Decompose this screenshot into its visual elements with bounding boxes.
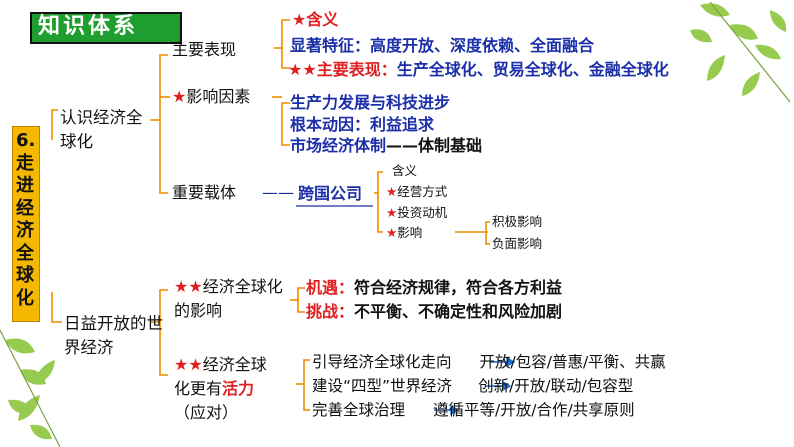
vitality-row-2: 建设“四型”世界经济创新/开放/联动/包容型 <box>312 377 634 395</box>
star-icon: ★ <box>292 10 307 29</box>
main-item-2: 显著特征：高度开放、深度依赖、全面融合 <box>290 36 595 55</box>
effect-negative: 负面影响 <box>492 236 543 251</box>
vitality-row-3: 完善全球治理遵循平等/开放/合作/共享原则 <box>312 401 635 419</box>
star-icon: ★★ <box>174 355 203 374</box>
carrier-item-2: ★经营方式 <box>386 184 448 199</box>
main-item-1: ★含义 <box>292 10 339 29</box>
root-node <box>12 126 40 322</box>
carrier-item-3: ★投资动机 <box>386 205 448 220</box>
root-label: 6.走进经济全球化 <box>16 130 36 309</box>
factor-item-2: 根本动因：利益追求 <box>290 115 435 134</box>
carrier-dash: —— <box>262 183 294 202</box>
star-icon: ★★ <box>174 277 203 296</box>
carrier-item-1: 含义 <box>392 163 418 178</box>
star-icon: ★ <box>386 184 398 199</box>
impact-challenge: 挑战：不平衡、不确定性和风险加剧 <box>306 302 563 321</box>
carrier-label: 重要载体 <box>172 183 237 202</box>
carrier-company: 跨国公司 <box>298 184 363 203</box>
main-label: 主要表现 <box>172 40 237 59</box>
star-icon: ★ <box>386 225 398 240</box>
header-title: 知识体系 <box>38 14 139 39</box>
star-icon: ★ <box>172 87 187 106</box>
branch2-label: 日益开放的世界经济 <box>64 314 163 357</box>
header-banner <box>30 12 182 44</box>
vitality-row-1: 引导经济全球化走向开放/包容/普惠/平衡、共赢 <box>312 353 666 371</box>
branch1-label: 认识经济全球化 <box>60 108 143 151</box>
star-icon: ★ <box>386 205 398 220</box>
factor-item-3: 市场经济体制——体制基础 <box>290 136 483 155</box>
factor-item-1: 生产力发展与科技进步 <box>290 93 451 112</box>
factors-label: ★影响因素 <box>172 87 251 106</box>
impact-label: ★★经济全球化的影响 <box>174 277 283 320</box>
carrier-item-4: ★影响 <box>386 225 423 240</box>
vitality-label: ★★经济全球 化更有活力 （应对） <box>174 355 267 422</box>
leaf-bottom-left-icon <box>0 329 61 447</box>
main-item-3: ★★主要表现：生产全球化、贸易全球化、金融全球化 <box>288 60 669 79</box>
star-icon: ★★ <box>288 60 317 79</box>
arrow-icons <box>434 356 516 416</box>
impact-opportunity: 机遇：符合经济规律，符合各方利益 <box>306 278 563 297</box>
effect-positive: 积极影响 <box>492 214 543 229</box>
leaf-top-right-icon <box>690 1 791 103</box>
